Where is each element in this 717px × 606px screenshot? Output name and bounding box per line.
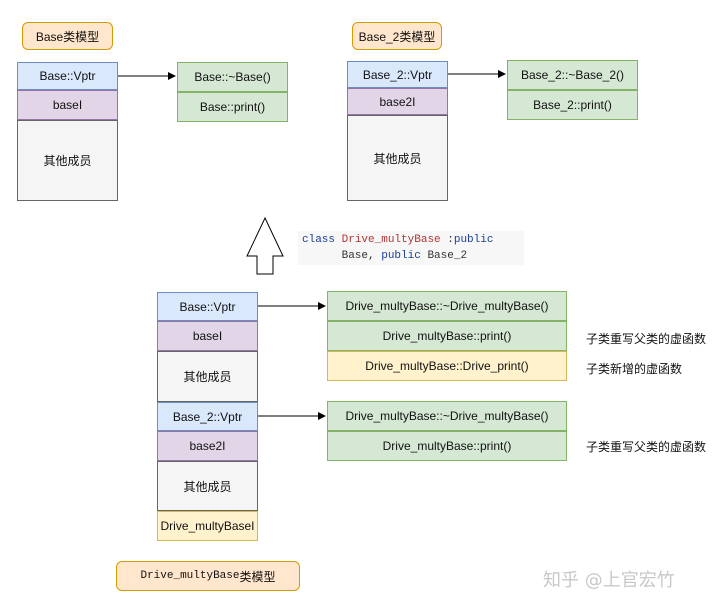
base2-vptr-cell: Base_2::Vptr <box>347 61 448 88</box>
note-override-1: 子类重写父类的虚函数 <box>586 332 707 346</box>
base-vptr-cell: Base::Vptr <box>17 62 118 90</box>
derived-base2-other-cell: 其他成员 <box>157 461 258 511</box>
derived-model-title-suffix: 类模型 <box>239 569 276 584</box>
base-class-1: Base, <box>341 250 375 262</box>
base2-vtable-print: Base_2::print() <box>507 90 638 120</box>
keyword-public-2: public <box>381 250 421 262</box>
keyword-public-1: public <box>453 234 494 246</box>
note-new-virtual: 子类新增的虚函数 <box>586 362 683 376</box>
derived-base-member-cell: baseI <box>157 321 258 351</box>
base-other-members-cell: 其他成员 <box>17 120 118 201</box>
derived-model-title-code: Drive_multyBase <box>140 570 240 582</box>
derived-model-title: Drive_multyBase 类模型 <box>116 561 300 591</box>
note-override-2: 子类重写父类的虚函数 <box>586 440 707 454</box>
base2-other-members-cell: 其他成员 <box>347 115 448 201</box>
base-class-2: Base_2 <box>427 250 468 262</box>
inheritance-colon: : <box>440 234 454 246</box>
derived-class-name: Drive_multyBase <box>341 234 441 246</box>
base-member-cell: baseI <box>17 90 118 120</box>
base-vtable-print: Base::print() <box>177 92 288 122</box>
derived-base2-vptr-cell: Base_2::Vptr <box>157 402 258 431</box>
base2-member-cell: base2I <box>347 88 448 115</box>
base2-model-title-text: Base_2类模型 <box>358 29 436 44</box>
derived-vtable1-print: Drive_multyBase::print() <box>327 321 567 351</box>
derived-vtable1-destructor: Drive_multyBase::~Drive_multyBase() <box>327 291 567 321</box>
keyword-class: class <box>302 234 336 246</box>
inheritance-arrow <box>246 216 284 275</box>
inheritance-declaration: class Drive_multyBase :public Base, publ… <box>298 231 524 265</box>
derived-vtable2-destructor: Drive_multyBase::~Drive_multyBase() <box>327 401 567 431</box>
base2-vtable-destructor: Base_2::~Base_2() <box>507 60 638 90</box>
watermark: 知乎 @上官宏竹 <box>543 570 675 591</box>
base2-model-title: Base_2类模型 <box>352 22 442 50</box>
derived-base-other-cell: 其他成员 <box>157 351 258 402</box>
base-model-title-text: Base类模型 <box>35 29 100 44</box>
derived-base-vptr-cell: Base::Vptr <box>157 292 258 321</box>
derived-vtable1-drive-print: Drive_multyBase::Drive_print() <box>327 351 567 381</box>
derived-vtable2-print: Drive_multyBase::print() <box>327 431 567 461</box>
derived-base2-member-cell: base2I <box>157 431 258 461</box>
derived-own-member-cell: Drive_multyBaseI <box>157 511 258 541</box>
base-model-title: Base类模型 <box>22 22 113 50</box>
base-vtable-destructor: Base::~Base() <box>177 62 288 92</box>
